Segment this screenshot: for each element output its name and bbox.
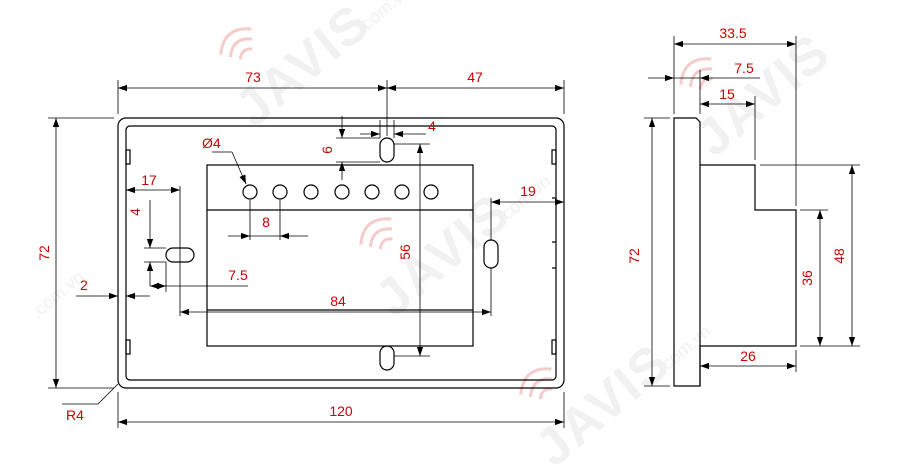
- watermark-suffix: .com.vn: [654, 321, 715, 377]
- front-dimension-labels: 73 47 120 72 R4 2 17 4 7.5 84 Ø4 8 4 6 5…: [36, 69, 536, 423]
- dim-side-overall-height: 72: [626, 248, 642, 264]
- dim-top-slot-width: 4: [428, 118, 436, 134]
- terminal-hole: [272, 184, 288, 200]
- dim-hole-diameter: Ø4: [202, 135, 221, 151]
- side-view: 33.5 7.5 15 72 48 36 26: [626, 25, 860, 387]
- dim-slot-to-right: 47: [467, 69, 483, 85]
- dim-left-slot-height: 4: [127, 208, 143, 216]
- dim-faceplate-thickness: 7.5: [734, 60, 754, 76]
- dim-corner-radius: R4: [66, 407, 84, 423]
- dim-body-height: 48: [831, 248, 847, 264]
- dim-left-to-slot: 73: [245, 69, 261, 85]
- watermark: JAVIS .com.vn JAVIS .com.vn JAVIS .com.v…: [27, 0, 842, 467]
- dim-body-depth: 26: [740, 348, 756, 364]
- dim-top-slot-height: 6: [319, 146, 335, 154]
- dim-horizontal-slot-distance: 84: [330, 293, 346, 309]
- dim-slot-offset: 7.5: [228, 267, 248, 283]
- side-dimension-labels: 33.5 7.5 15 72 48 36 26: [626, 25, 847, 364]
- bottom-mounting-slot: [379, 345, 395, 371]
- watermark-brand: JAVIS: [684, 23, 841, 168]
- watermark-suffix: .com.vn: [354, 0, 415, 37]
- terminal-hole: [394, 184, 410, 200]
- dim-total-depth: 33.5: [719, 25, 746, 41]
- outer-frame: [117, 117, 565, 389]
- dim-left-to-slot-center: 17: [141, 172, 157, 188]
- top-mounting-slot: [379, 137, 395, 163]
- side-clips: [125, 149, 557, 355]
- dim-vertical-slot-distance: 56: [397, 244, 413, 260]
- terminal-hole: [423, 184, 439, 200]
- watermark-suffix: .com.vn: [27, 267, 88, 323]
- terminal-holes: [242, 184, 439, 200]
- body-profile: [700, 164, 797, 347]
- dim-lower-body-height: 36: [799, 270, 815, 286]
- dim-wall-thickness: 2: [80, 277, 88, 293]
- terminal-hole: [334, 184, 350, 200]
- terminal-hole: [303, 184, 319, 200]
- terminal-hole: [242, 184, 258, 200]
- dim-upper-step-depth: 15: [719, 86, 735, 102]
- dim-hole-pitch: 8: [262, 214, 270, 230]
- inner-frame: [125, 125, 557, 381]
- front-dimensions: [48, 80, 565, 428]
- faceplate-profile: [673, 117, 701, 387]
- dim-overall-width: 120: [329, 403, 353, 419]
- side-dimensions: [644, 36, 860, 387]
- dim-overall-height: 72: [36, 245, 52, 261]
- dim-right-to-slot: 19: [520, 183, 536, 199]
- watermark-brand: JAVIS: [524, 333, 681, 467]
- front-view: 73 47 120 72 R4 2 17 4 7.5 84 Ø4 8 4 6 5…: [36, 69, 565, 428]
- terminal-hole: [364, 184, 380, 200]
